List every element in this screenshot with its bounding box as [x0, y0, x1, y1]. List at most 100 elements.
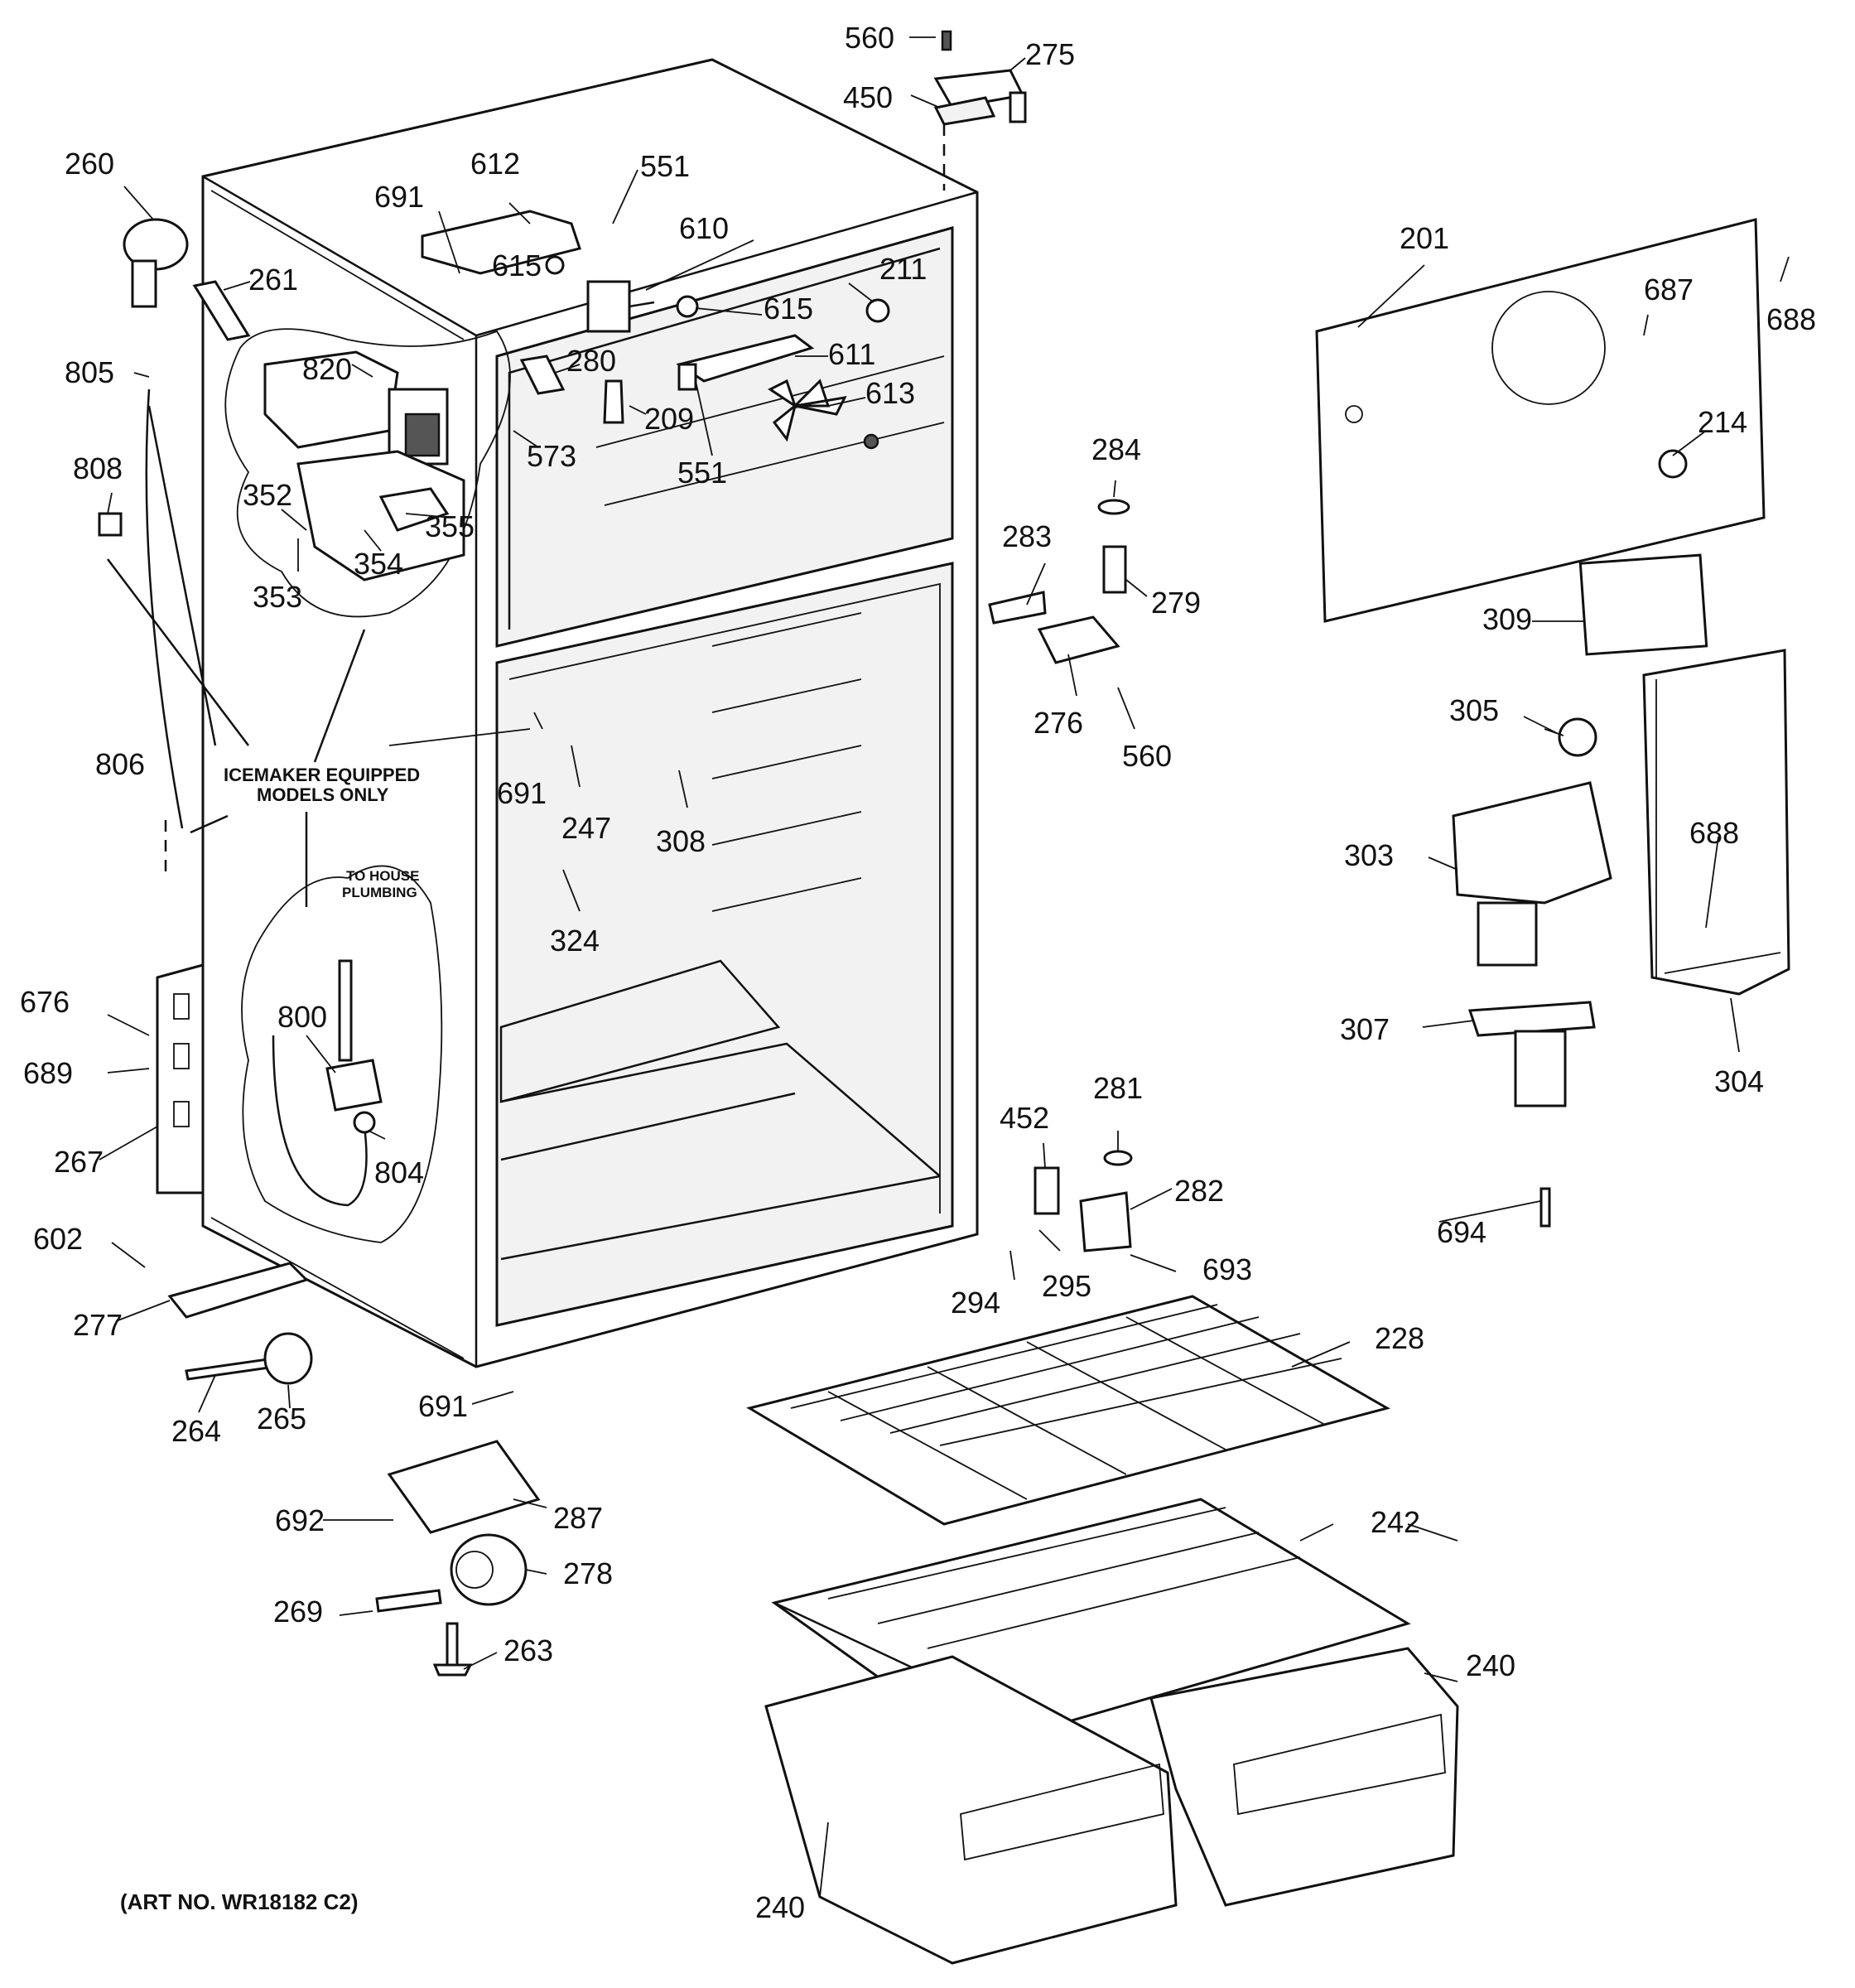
- part-label: 240: [1466, 1648, 1515, 1682]
- part-label: 615: [764, 292, 813, 326]
- part-label: 800: [277, 1000, 327, 1034]
- part-label: 287: [553, 1501, 603, 1535]
- hinge-support-260: [123, 218, 189, 308]
- part-label: 691: [374, 180, 424, 214]
- part-label: 612: [470, 147, 520, 181]
- part-label: 551: [677, 456, 727, 490]
- part-label: 691: [497, 776, 547, 810]
- part-label: 806: [95, 747, 145, 781]
- part-label: 280: [566, 344, 616, 378]
- defrost-heater-bracket: [421, 210, 581, 275]
- part-label: 450: [843, 80, 893, 114]
- hinge-pin-261: [192, 280, 251, 341]
- hinge-282: [1079, 1191, 1132, 1252]
- part-label: 228: [1375, 1321, 1424, 1355]
- part-label: 688: [1766, 302, 1816, 336]
- control-knob: [1544, 717, 1597, 757]
- wire-shelf: [746, 1295, 1390, 1526]
- washer-281: [1103, 1150, 1133, 1166]
- leader-lines: [99, 36, 1790, 1898]
- damper-door: [1467, 1001, 1596, 1107]
- fan-motor: [586, 280, 890, 333]
- part-label: 279: [1151, 586, 1201, 620]
- hinge-276: [1037, 615, 1120, 664]
- control-housing: [1642, 649, 1790, 996]
- plumbing-note-line1: TO HOUSE: [346, 868, 419, 884]
- hinge-283: [988, 591, 1047, 625]
- icemaker-module: [263, 350, 465, 581]
- part-label: 560: [845, 21, 894, 55]
- defrost-thermostat: [603, 379, 624, 424]
- part-label: 265: [257, 1402, 306, 1436]
- part-label: 264: [171, 1414, 221, 1448]
- part-label: 305: [1449, 693, 1499, 727]
- part-label: 355: [425, 509, 475, 543]
- fan-bracket: [676, 334, 815, 391]
- bracket-277: [167, 1262, 309, 1319]
- part-label: 820: [302, 352, 352, 386]
- refrigerator-cabinet: [164, 58, 979, 1368]
- mounting-plate-287: [387, 1440, 541, 1534]
- label-card: [1578, 553, 1708, 656]
- bracket-452: [1034, 1166, 1060, 1215]
- part-label: 201: [1400, 221, 1449, 255]
- roller-278: [450, 1533, 528, 1606]
- leveling-leg-263: [432, 1622, 473, 1677]
- part-label: 281: [1093, 1071, 1143, 1105]
- rod-264: [185, 1357, 277, 1381]
- part-label: 611: [828, 337, 875, 371]
- part-label: 354: [354, 547, 403, 581]
- part-label: 689: [23, 1056, 73, 1090]
- part-label: 694: [1437, 1215, 1486, 1249]
- part-label: 282: [1174, 1174, 1224, 1208]
- part-label: 284: [1091, 432, 1141, 466]
- part-label: 804: [374, 1156, 424, 1189]
- fan-blade: [768, 379, 879, 450]
- part-label: 211: [879, 252, 927, 286]
- part-label: 610: [679, 211, 729, 245]
- part-label: 307: [1340, 1012, 1390, 1046]
- part-label: 676: [20, 985, 70, 1019]
- part-label: 693: [1202, 1252, 1252, 1286]
- part-label: 692: [275, 1503, 325, 1537]
- part-label: 805: [65, 355, 114, 389]
- heater-part-280: [519, 355, 566, 395]
- part-label: 275: [1025, 37, 1075, 71]
- part-label: 560: [1122, 739, 1172, 773]
- part-label: 452: [1000, 1101, 1049, 1135]
- water-tube-806: [145, 388, 184, 829]
- part-label: 261: [248, 263, 298, 297]
- part-label: 260: [65, 147, 114, 181]
- part-label: 304: [1714, 1064, 1764, 1098]
- part-label: 277: [73, 1308, 123, 1342]
- screw-694: [1539, 1187, 1551, 1228]
- part-label: 691: [418, 1389, 468, 1423]
- part-label: 267: [54, 1145, 104, 1179]
- top-hinge: [933, 30, 1027, 191]
- part-label: 240: [755, 1890, 805, 1924]
- part-label: 269: [273, 1595, 323, 1629]
- part-label: 615: [492, 248, 542, 282]
- crisper-drawer-right: [1149, 1647, 1459, 1907]
- part-label: 247: [561, 811, 611, 845]
- icemaker-note-line1: ICEMAKER EQUIPPED: [224, 765, 420, 785]
- side-bracket-267: [156, 963, 205, 1194]
- part-label: 324: [550, 924, 600, 958]
- roller-265: [263, 1332, 313, 1385]
- part-label: 573: [527, 439, 576, 473]
- icemaker-note-line2: MODELS ONLY: [257, 784, 389, 805]
- part-label: 352: [243, 478, 292, 512]
- part-label: 308: [656, 824, 706, 858]
- icemaker-note-arrows: [107, 405, 366, 907]
- part-label: 276: [1034, 706, 1083, 740]
- evaporator-cover: [1315, 218, 1766, 623]
- part-label: 309: [1482, 602, 1532, 636]
- part-label: 278: [563, 1556, 613, 1590]
- hinge-pin-279: [1097, 499, 1130, 594]
- axle-269: [375, 1589, 442, 1613]
- clip-808: [98, 512, 123, 537]
- part-label: 294: [951, 1286, 1000, 1320]
- part-label: 602: [33, 1222, 83, 1256]
- part-label: 303: [1344, 838, 1394, 872]
